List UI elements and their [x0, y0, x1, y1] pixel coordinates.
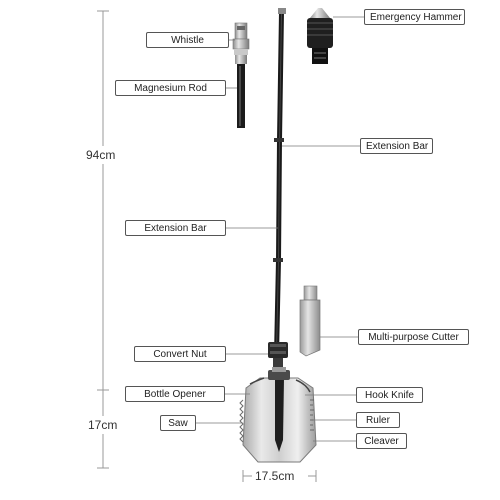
convert-nut-label: Convert Nut [134, 346, 226, 362]
total-length-label: 94cm [86, 148, 116, 162]
extension-bar-right-label: Extension Bar [360, 138, 433, 154]
extension-bar-shaft [273, 8, 286, 355]
magnesium-rod-part [237, 64, 245, 128]
magnesium-rod-label: Magnesium Rod [115, 80, 226, 96]
saw-label: Saw [160, 415, 196, 431]
hook-knife-label: Hook Knife [356, 387, 423, 403]
shovel-blade-part [239, 367, 317, 463]
leader-lines [196, 16, 364, 442]
multi-purpose-cutter-label: Multi-purpose Cutter [358, 329, 469, 345]
emergency-hammer-part [307, 8, 333, 64]
head-width-label: 17.5cm [255, 469, 295, 483]
height-dimension-line [97, 10, 109, 469]
ruler-label: Ruler [356, 412, 400, 428]
emergency-hammer-label: Emergency Hammer [364, 9, 465, 25]
multi-purpose-cutter-part [299, 285, 321, 357]
whistle-label: Whistle [146, 32, 229, 48]
bottle-opener-label: Bottle Opener [125, 386, 225, 402]
extension-bar-left-label: Extension Bar [125, 220, 226, 236]
cleaver-label: Cleaver [356, 433, 407, 449]
whistle-part [232, 22, 250, 64]
head-length-label: 17cm [88, 418, 118, 432]
